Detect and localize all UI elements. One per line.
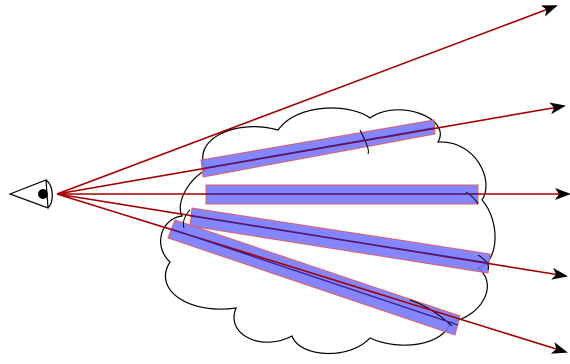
ray-5	[56, 193, 568, 354]
band-cores	[170, 127, 490, 326]
eye-icon	[8, 179, 53, 209]
band-4	[189, 207, 491, 274]
ray-1	[56, 5, 558, 195]
